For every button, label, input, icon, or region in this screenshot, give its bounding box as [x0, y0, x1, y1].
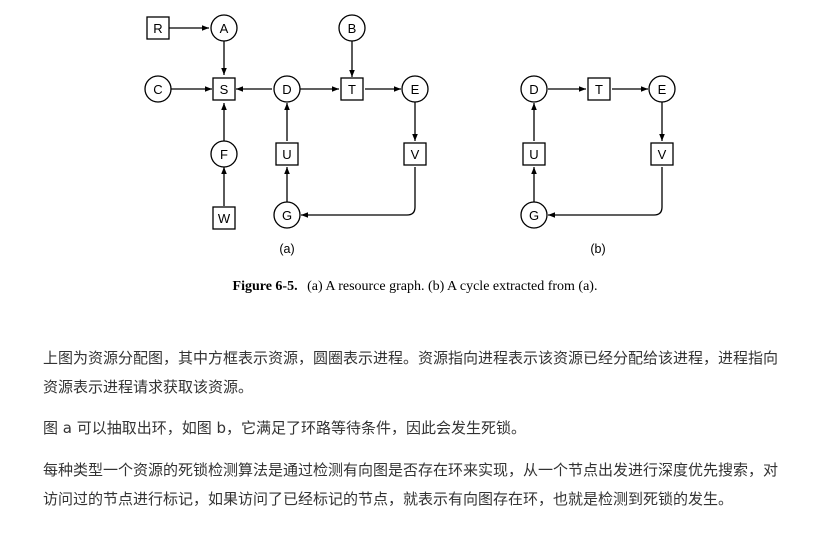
process-node-b: B [338, 14, 366, 42]
subfigure-label-a: (a) [279, 242, 294, 256]
paragraph-detection-algorithm: 每种类型一个资源的死锁检测算法是通过检测有向图是否存在环来实现，从一个节点出发进… [43, 461, 779, 508]
svg-text:U: U [282, 147, 291, 162]
resource-node-w: W [212, 206, 236, 230]
svg-text:S: S [220, 82, 229, 97]
svg-text:W: W [218, 211, 231, 226]
svg-text:E: E [411, 82, 420, 97]
process-node-d: D [273, 75, 301, 103]
svg-text:B: B [348, 21, 357, 36]
svg-text:D: D [282, 82, 291, 97]
svg-text:G: G [529, 208, 539, 223]
svg-text:C: C [153, 82, 162, 97]
resource-node-u: U [275, 142, 299, 166]
resource-graph-figure: R A B C S D T E [144, 14, 676, 256]
process-node-g: G [273, 201, 301, 229]
svg-text:T: T [595, 82, 603, 97]
svg-text:V: V [658, 147, 667, 162]
process-node-a: A [210, 14, 238, 42]
cycle-resource-node-t: T [587, 77, 611, 101]
resource-node-v: V [403, 142, 427, 166]
svg-text:V: V [411, 147, 420, 162]
cycle-resource-node-v: V [650, 142, 674, 166]
process-node-e: E [401, 75, 429, 103]
paragraph-cycle: 图 a 可以抽取出环，如图 b，它满足了环路等待条件，因此会发生死锁。 [43, 419, 527, 437]
svg-text:F: F [220, 147, 228, 162]
svg-text:E: E [658, 82, 667, 97]
svg-text:U: U [529, 147, 538, 162]
cycle-process-node-d: D [520, 75, 548, 103]
cycle-resource-node-u: U [522, 142, 546, 166]
figure-caption-text: (a) A resource graph. (b) A cycle extrac… [307, 279, 598, 294]
svg-text:G: G [282, 208, 292, 223]
paragraph-resource-allocation: 上图为资源分配图，其中方框表示资源，圆圈表示进程。资源指向进程表示该资源已经分配… [43, 349, 779, 396]
process-node-f: F [210, 140, 238, 168]
process-node-c: C [144, 75, 172, 103]
resource-node-r: R [146, 16, 170, 40]
cycle-process-node-e: E [648, 75, 676, 103]
resource-node-t: T [340, 77, 364, 101]
svg-text:D: D [529, 82, 538, 97]
figure-number: Figure 6-5. [232, 279, 298, 294]
svg-text:A: A [220, 21, 229, 36]
svg-text:R: R [153, 21, 162, 36]
subfigure-label-b: (b) [590, 242, 605, 256]
figure-caption: Figure 6-5. (a) A resource graph. (b) A … [0, 279, 830, 295]
cycle-process-node-g: G [520, 201, 548, 229]
svg-text:T: T [348, 82, 356, 97]
resource-node-s: S [212, 77, 236, 101]
